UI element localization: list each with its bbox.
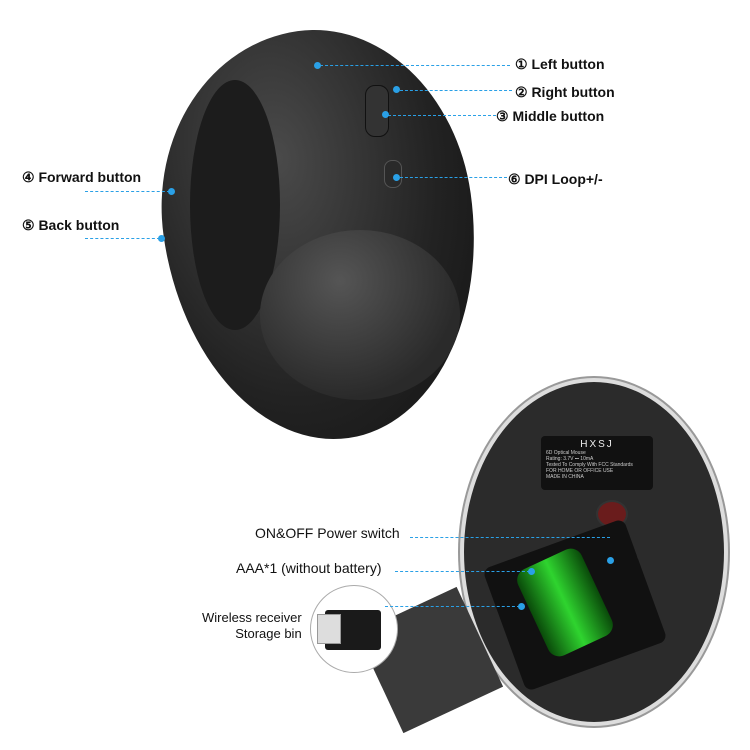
label-middle-button: ③ Middle button [496, 108, 605, 124]
nameplate: HXSJ 6D Optical Mouse Rating: 3.7V ⎓ 10m… [541, 436, 653, 490]
origin-text: MADE IN CHINA [546, 474, 584, 480]
label-forward-button: ④ Forward button [22, 169, 142, 185]
label-receiver-line1: Wireless receiver [202, 610, 302, 625]
callout-dot [607, 557, 614, 564]
palm-rest [260, 230, 460, 400]
callout-dot [158, 235, 165, 242]
label-left-button: ① Left button [515, 56, 605, 72]
callout-dot [168, 188, 175, 195]
callout-line [85, 191, 170, 192]
callout-line [395, 571, 530, 572]
callout-dot [393, 86, 400, 93]
callout-line [410, 537, 610, 538]
usb-receiver [317, 610, 381, 650]
label-right-button: ② Right button [515, 84, 615, 100]
rating: Rating: 3.7V ⎓ 10mA [546, 456, 594, 462]
callout-line [385, 606, 520, 607]
dpi-button [384, 160, 402, 188]
label-power-switch: ON&OFF Power switch [255, 525, 400, 541]
brand-logo: HXSJ [580, 439, 614, 450]
callout-dot [393, 174, 400, 181]
callout-line [85, 238, 160, 239]
label-battery: AAA*1 (without battery) [236, 560, 382, 576]
label-receiver: Wireless receiver Storage bin [202, 610, 302, 642]
callout-dot [382, 111, 389, 118]
model: 6D Optical Mouse [546, 450, 586, 456]
callout-dot [314, 62, 321, 69]
callout-line [320, 65, 510, 66]
callout-dot [528, 568, 535, 575]
label-dpi: ⑥ DPI Loop+/- [508, 171, 603, 187]
fcc-text: Tested To Comply With FCC Standards [546, 462, 633, 468]
label-receiver-line2: Storage bin [235, 626, 302, 641]
callout-dot [518, 603, 525, 610]
use-text: FOR HOME OR OFFICE USE [546, 468, 614, 474]
callout-line [400, 177, 507, 178]
label-back-button: ⑤ Back button [22, 217, 120, 233]
callout-line [400, 90, 512, 91]
callout-line [388, 115, 496, 116]
